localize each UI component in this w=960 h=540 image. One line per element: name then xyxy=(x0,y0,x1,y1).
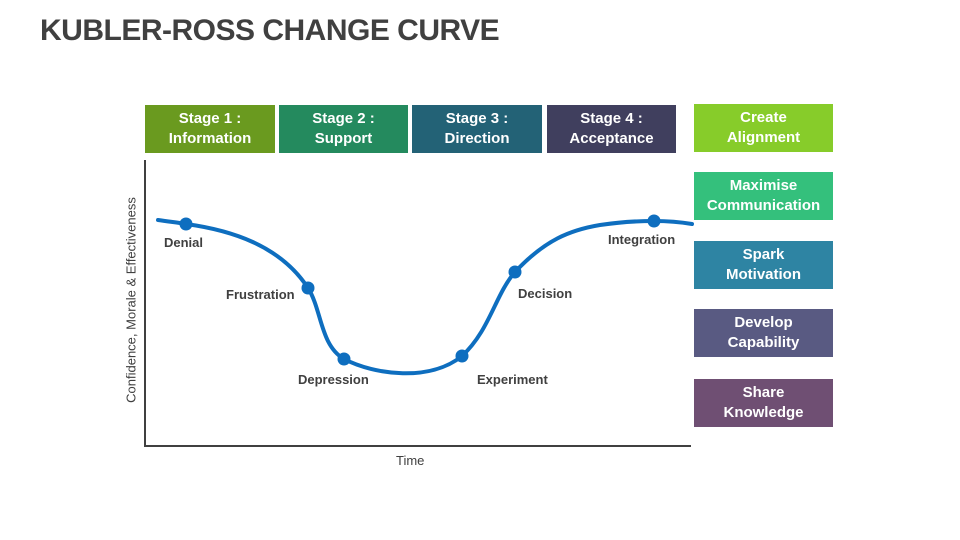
stage-2-line2: Support xyxy=(314,130,373,147)
stage-3-box: Stage 3 : Direction xyxy=(412,105,542,153)
action-3-line1: Spark xyxy=(742,246,785,263)
depression-point xyxy=(337,352,351,366)
x-axis-label: Time xyxy=(396,453,425,468)
action-create-alignment: Create Alignment xyxy=(694,104,833,152)
stage-3-line2: Direction xyxy=(444,130,510,147)
action-spark-motivation: Spark Motivation xyxy=(694,241,833,289)
action-1-line2: Alignment xyxy=(726,129,801,146)
action-1-line1: Create xyxy=(740,109,787,126)
action-5-line1: Share xyxy=(742,384,785,401)
stage-1-line2: Information xyxy=(168,130,252,147)
action-share-knowledge: Share Knowledge xyxy=(694,379,833,427)
action-2-line2: Communication xyxy=(706,197,821,214)
stage-4-line2: Acceptance xyxy=(569,130,654,147)
stage-2-box: Stage 2 : Support xyxy=(279,105,408,153)
y-axis xyxy=(144,160,146,446)
label-denial: Denial xyxy=(164,235,204,250)
frustration-point xyxy=(301,281,315,295)
label-depression: Depression xyxy=(298,372,369,387)
action-4-line2: Capability xyxy=(727,334,800,351)
action-3-line2: Motivation xyxy=(726,266,801,283)
stage-1-box: Stage 1 : Information xyxy=(145,105,275,153)
label-experiment: Experiment xyxy=(477,372,548,387)
stage-3-line1: Stage 3 : xyxy=(445,110,509,127)
stage-4-box: Stage 4 : Acceptance xyxy=(547,105,676,153)
action-develop-capability: Develop Capability xyxy=(694,309,833,357)
x-axis xyxy=(144,445,691,447)
stage-1-line1: Stage 1 : xyxy=(178,110,242,127)
label-decision: Decision xyxy=(518,286,573,301)
action-5-line2: Knowledge xyxy=(723,404,804,421)
stage-4-line1: Stage 4 : xyxy=(580,110,643,127)
decision-point xyxy=(508,265,522,279)
action-4-line1: Develop xyxy=(734,314,793,331)
page-title: KUBLER-ROSS CHANGE CURVE xyxy=(40,14,500,47)
integration-point xyxy=(647,214,661,228)
experiment-point xyxy=(455,349,469,363)
label-integration: Integration xyxy=(608,232,676,247)
stage-2-line1: Stage 2 : xyxy=(312,110,375,127)
denial-point xyxy=(179,217,193,231)
label-frustration: Frustration xyxy=(226,287,295,302)
action-2-line1: Maximise xyxy=(729,177,798,194)
action-maximise-communication: Maximise Communication xyxy=(694,172,833,220)
